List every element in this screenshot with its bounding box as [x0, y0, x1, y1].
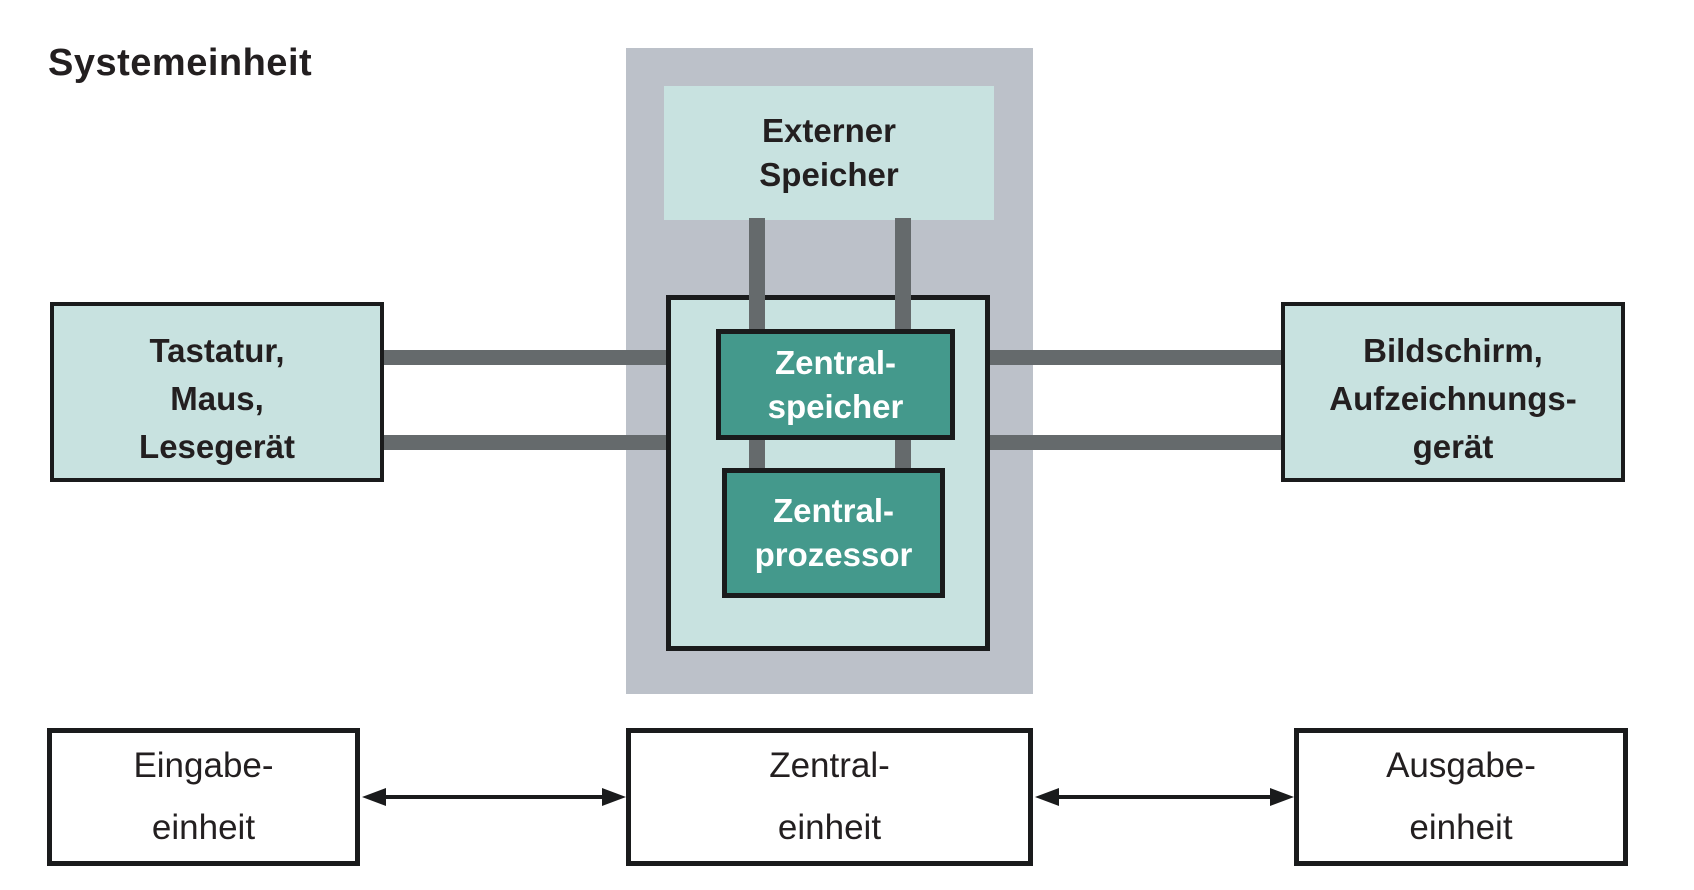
output-devices-box: Bildschirm, Aufzeichnungs- gerät — [1281, 302, 1625, 482]
arrow-central-output — [1056, 795, 1272, 799]
input-devices-label-line3: Lesegerät — [139, 428, 295, 465]
output-devices-label-line1: Bildschirm, — [1363, 332, 1543, 369]
arrow-input-central-left-head-icon — [362, 788, 386, 806]
external-storage-label-line2: Speicher — [759, 156, 899, 193]
central-unit-label-line1: Zentral- — [769, 746, 890, 785]
central-processor-label-line2: prozessor — [754, 536, 913, 573]
input-devices-label-line1: Tastatur, — [149, 332, 285, 369]
central-unit-box: Zentral- einheit — [626, 728, 1033, 866]
input-unit-label-line1: Eingabe- — [133, 746, 274, 785]
arrow-central-output-right-head-icon — [1270, 788, 1294, 806]
arrow-central-output-left-head-icon — [1035, 788, 1059, 806]
external-storage-label-line1: Externer — [762, 112, 896, 149]
central-memory-label-line2: speicher — [767, 387, 904, 425]
arrow-input-central — [384, 795, 604, 799]
central-processor-label-line1: Zentral- — [772, 492, 894, 529]
input-devices-box: Tastatur, Maus, Lesegerät — [50, 302, 384, 482]
central-unit-label-line2: einheit — [777, 808, 882, 847]
central-processor-box: Zentral- prozessor — [722, 468, 945, 598]
arrow-input-central-right-head-icon — [602, 788, 626, 806]
external-storage-box: Externer Speicher — [664, 86, 994, 220]
central-memory-label-line1: Zentral- — [774, 343, 896, 381]
central-memory-box: Zentral- speicher — [716, 329, 955, 440]
output-devices-label-line3: gerät — [1412, 428, 1494, 465]
input-unit-label-line2: einheit — [151, 808, 256, 847]
output-unit-label-line1: Ausgabe- — [1386, 746, 1536, 785]
input-devices-label-line2: Maus, — [170, 380, 264, 417]
output-devices-label-line2: Aufzeichnungs- — [1329, 380, 1577, 417]
output-unit-label-line2: einheit — [1409, 808, 1513, 847]
output-unit-box: Ausgabe- einheit — [1294, 728, 1628, 866]
input-unit-box: Eingabe- einheit — [47, 728, 360, 866]
page-title: Systemeinheit — [48, 42, 313, 84]
